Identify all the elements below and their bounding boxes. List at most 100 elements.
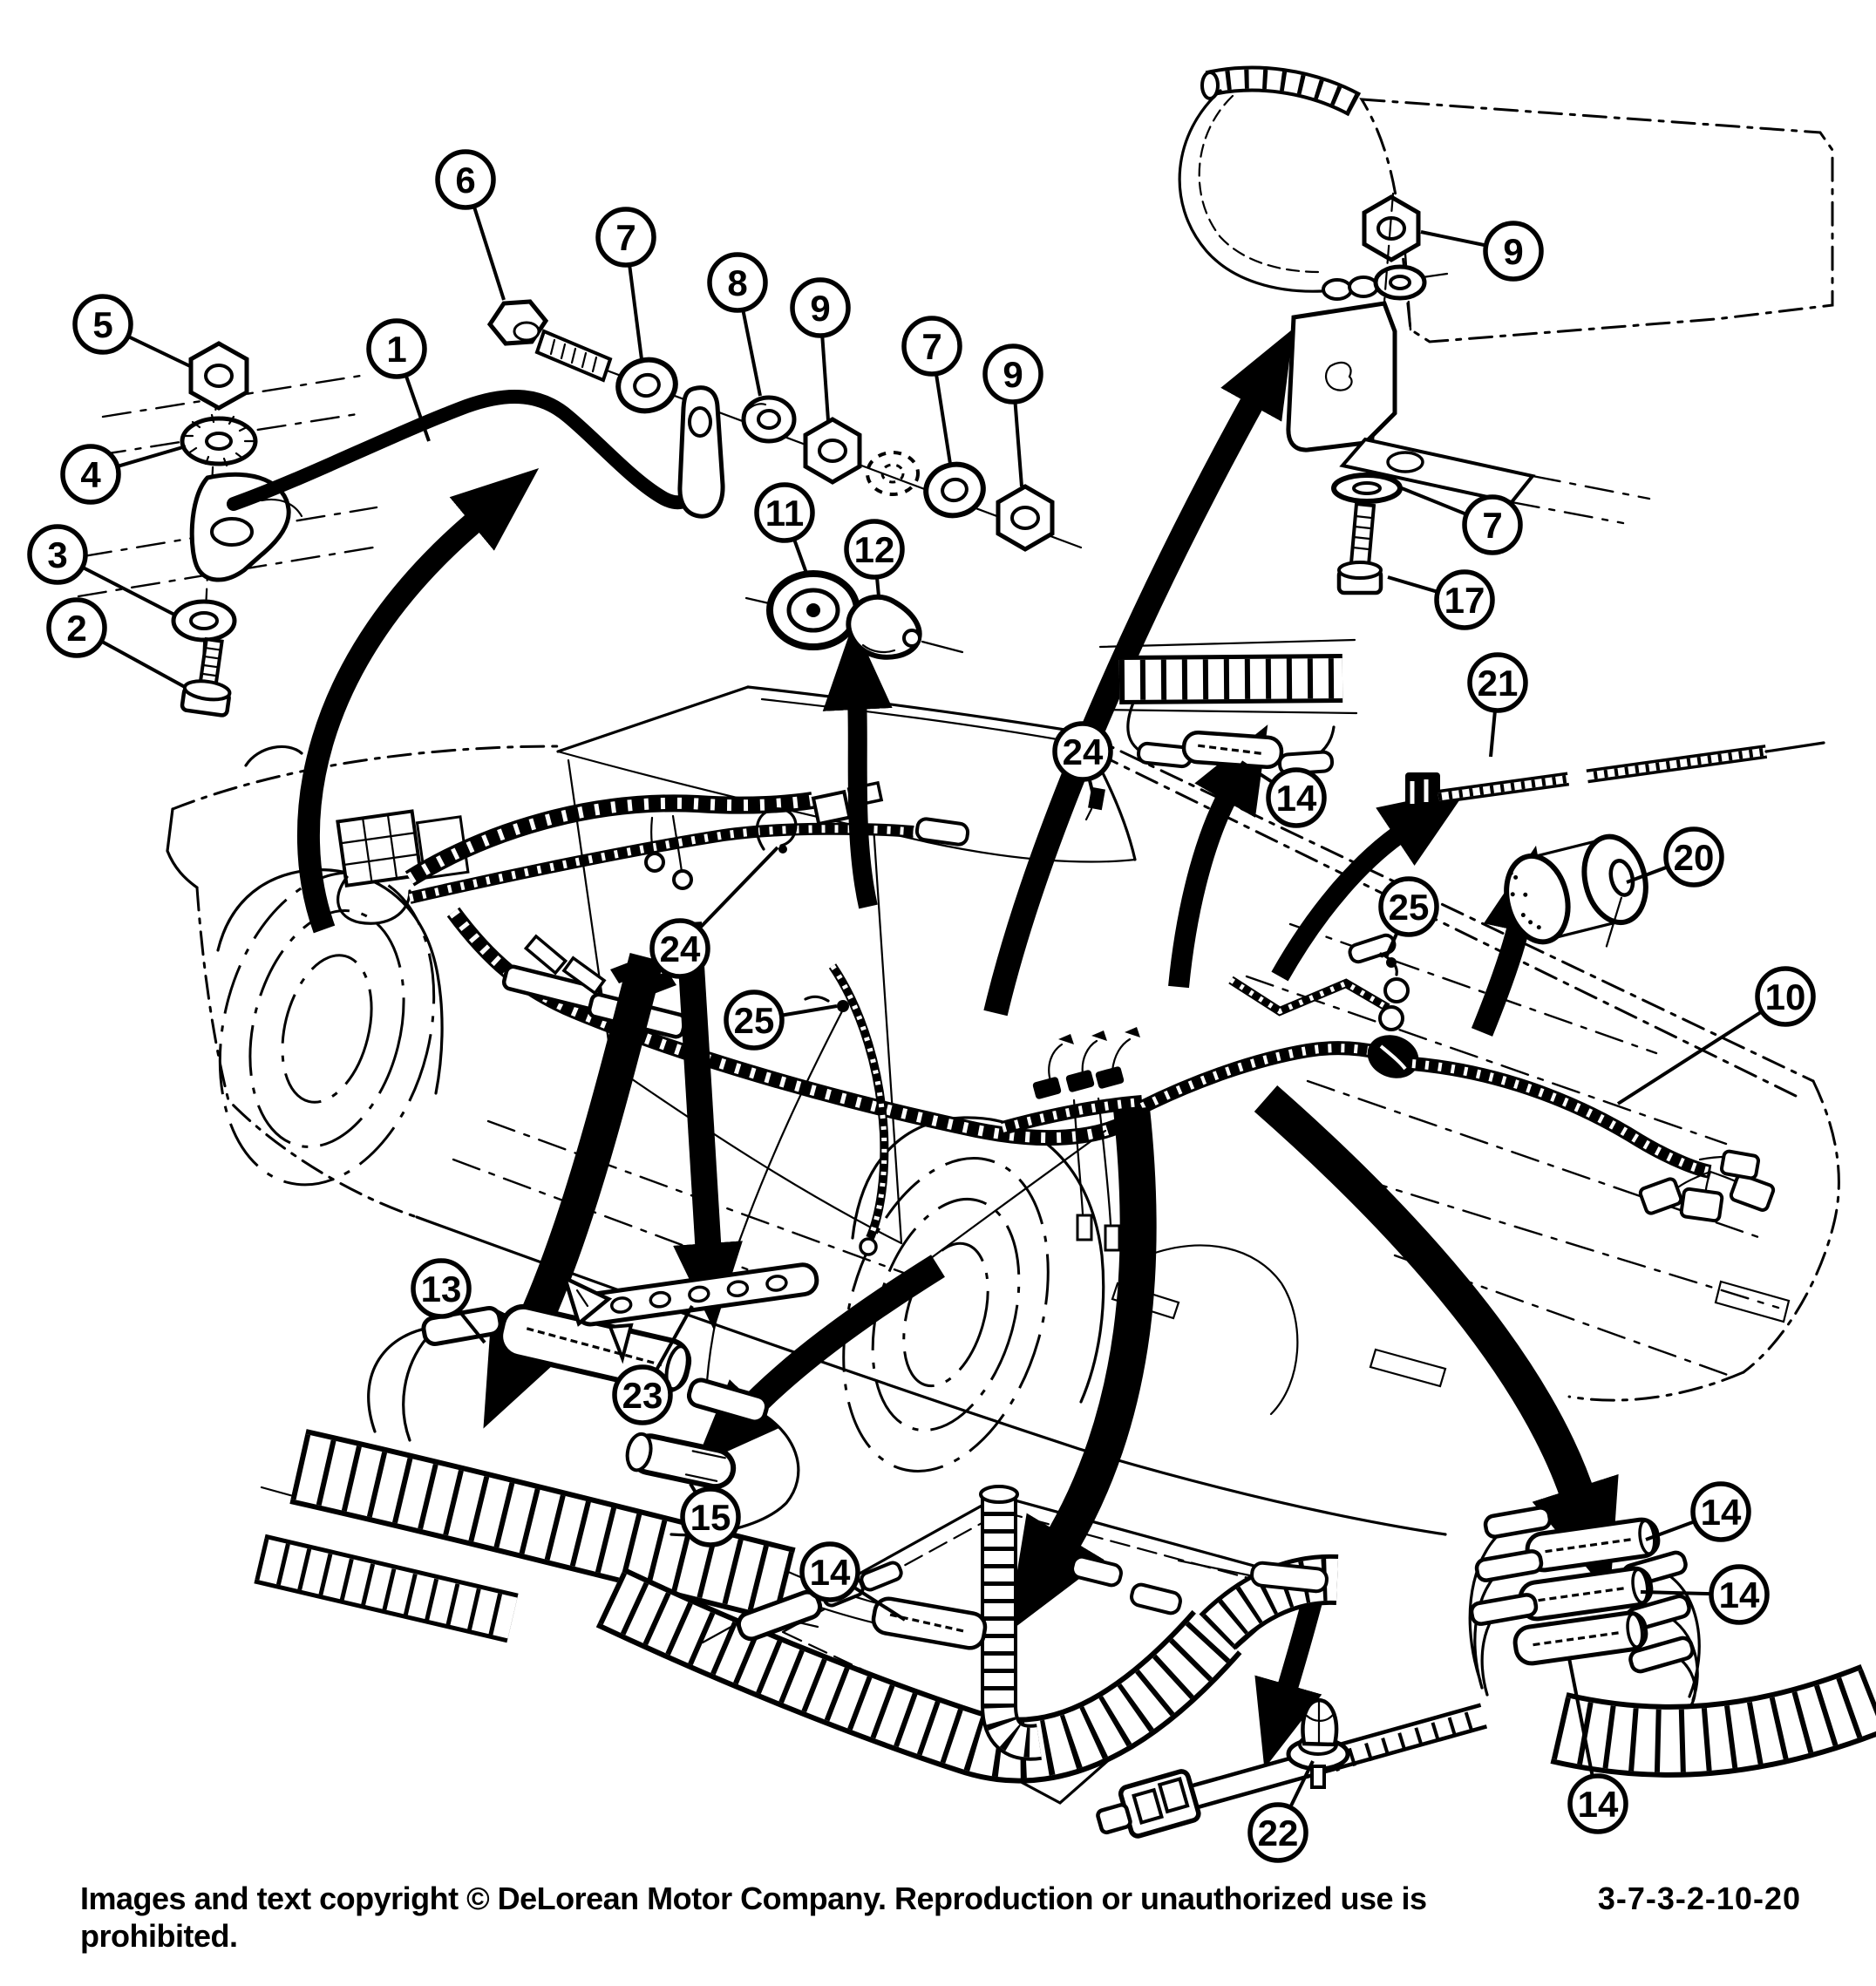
callout-circle [724, 990, 785, 1051]
flat-washer [923, 461, 986, 519]
callout-number: 15 [690, 1497, 731, 1538]
detail-ground-lead-mount [1178, 65, 1834, 595]
callout-15: 15 [680, 1482, 741, 1547]
callout-13: 13 [411, 1258, 486, 1344]
callout-number: 14 [810, 1552, 851, 1593]
detail-perforated-strap [561, 1262, 819, 1364]
callout-24: 24 [649, 846, 779, 979]
ring-terminal [1373, 264, 1449, 301]
car-body-outline [166, 685, 1840, 1536]
callout-14: 14 [1640, 1564, 1770, 1625]
callout-circle [1663, 826, 1724, 888]
callout-circle [27, 524, 88, 585]
callout-number: 14 [1701, 1492, 1742, 1533]
callout-6: 6 [435, 149, 506, 301]
flat-washer [1331, 473, 1403, 504]
edge-clip [1084, 786, 1105, 821]
callout-11: 11 [754, 482, 815, 576]
callout-9: 9 [982, 343, 1043, 487]
cable-bracket [189, 472, 303, 582]
callout-9: 9 [1420, 221, 1544, 282]
callout-2: 2 [46, 597, 186, 689]
callout-8: 8 [707, 252, 768, 397]
callout-circle [1755, 966, 1816, 1027]
callout-circle [1378, 876, 1439, 937]
callout-circle [595, 207, 656, 268]
callout-circle [411, 1258, 472, 1319]
detail-strap-on-conduit [254, 1303, 819, 1643]
callout-number: 3 [47, 534, 67, 575]
callout-10: 10 [1616, 966, 1816, 1105]
rear-lamp-connectors [1638, 1149, 1776, 1223]
callout-number: 25 [1389, 887, 1430, 928]
callout-circle [60, 444, 121, 505]
callout-circle [366, 318, 427, 379]
page-footer: Images and text copyright © DeLorean Mot… [80, 1880, 1801, 1955]
callout-number: 25 [734, 1000, 775, 1041]
identification-tag [871, 1596, 988, 1650]
detail-strap-stack [1468, 1506, 1876, 1778]
callout-circle [649, 918, 710, 979]
star-washer [180, 413, 258, 467]
callout-circle [1709, 1564, 1770, 1625]
copyright-text: Images and text copyright © DeLorean Mot… [80, 1881, 1427, 1955]
callout-number: 7 [615, 217, 636, 258]
detail-grommets [744, 570, 964, 660]
callout-circle [46, 597, 107, 658]
hex-nut [803, 417, 862, 485]
cone-grommet [846, 594, 922, 660]
callout-circle [844, 519, 905, 580]
identification-tag [1525, 1517, 1661, 1573]
callout-14: 14 [1567, 1657, 1628, 1834]
wiring-harness [336, 780, 1776, 1397]
callout-circle [707, 252, 768, 313]
callout-circle [754, 482, 815, 543]
hex-bolt [1336, 501, 1383, 595]
callout-circle [680, 1486, 741, 1547]
callout-number: 12 [854, 529, 895, 570]
callout-leader [1616, 995, 1787, 1105]
callout-7: 7 [901, 316, 962, 465]
hex-bolt [180, 636, 232, 718]
flat-washer [171, 599, 237, 643]
figure-number: 3-7-3-2-10-20 [1597, 1881, 1801, 1916]
hex-nut [996, 484, 1055, 552]
callout-circle [1567, 1773, 1628, 1834]
callout-circle [901, 316, 962, 377]
callout-23: 23 [612, 1305, 694, 1425]
callout-number: 7 [921, 326, 941, 367]
callout-circle [1247, 1802, 1308, 1863]
callout-12: 12 [844, 519, 905, 597]
callout-number: 2 [66, 608, 86, 649]
callout-number: 24 [660, 928, 701, 969]
callout-25: 25 [724, 990, 838, 1051]
wire-clip [755, 807, 798, 851]
callout-number: 9 [1503, 231, 1523, 272]
callout-circle [72, 294, 133, 355]
callout-circle [1266, 767, 1327, 828]
callout-4: 4 [60, 444, 187, 505]
callout-9: 9 [790, 277, 851, 421]
callout-number: 11 [765, 493, 804, 534]
callout-3: 3 [27, 524, 177, 617]
callout-24: 24 [1052, 721, 1113, 803]
callout-number: 4 [80, 454, 101, 495]
callout-number: 8 [727, 262, 747, 303]
callout-circle [435, 149, 496, 210]
callout-circle [1467, 652, 1528, 713]
callout-1: 1 [366, 318, 431, 442]
callout-25: 25 [1378, 876, 1439, 958]
callout-circle [1483, 221, 1544, 282]
callout-number: 17 [1444, 580, 1485, 621]
callout-layer: 1234567897997171112242414212025251013231… [27, 149, 1816, 1863]
callout-number: 5 [92, 304, 112, 345]
rear-wheel [842, 1157, 1050, 1472]
callout-22: 22 [1247, 1760, 1315, 1863]
callout-number: 23 [622, 1375, 663, 1416]
callout-circle [790, 277, 851, 338]
detail-engine-bay-pan [595, 1485, 1339, 1805]
callout-number: 1 [386, 329, 406, 370]
callout-14: 14 [1240, 760, 1327, 828]
callout-circle [1690, 1481, 1751, 1542]
